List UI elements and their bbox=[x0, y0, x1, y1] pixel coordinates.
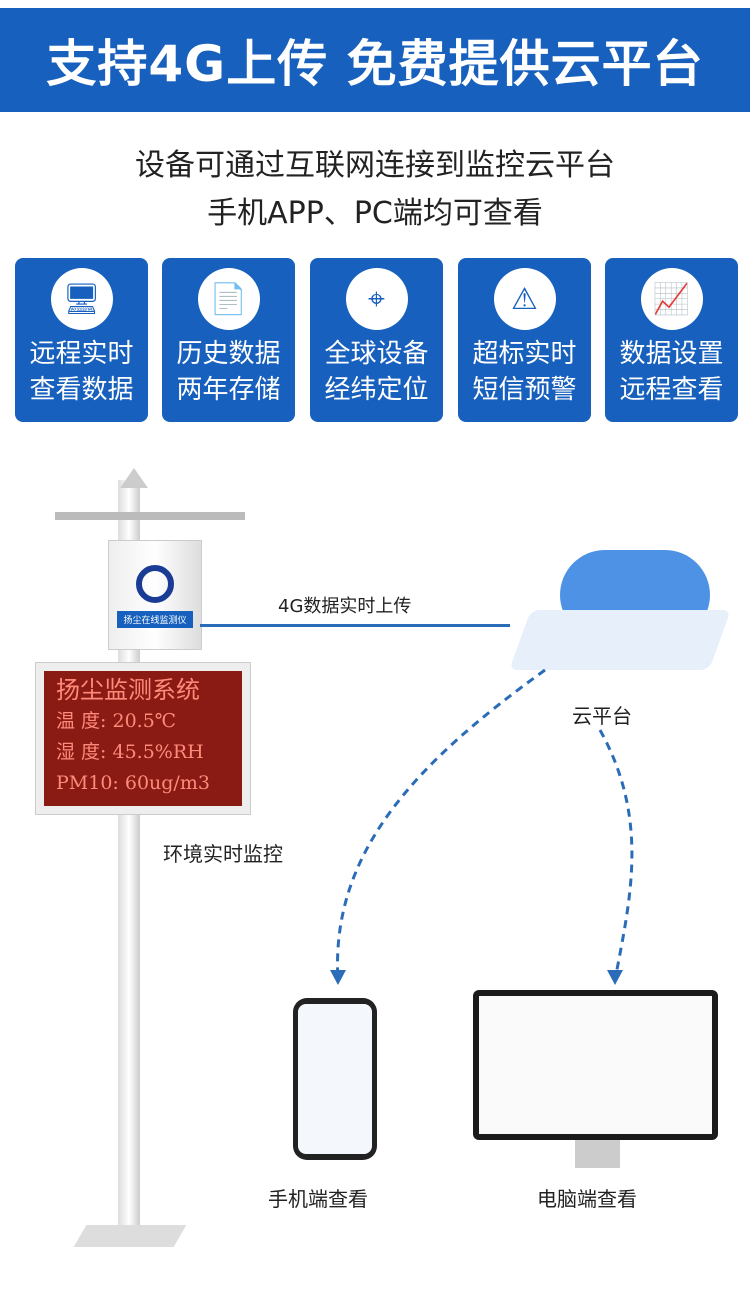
cloud-label: 云平台 bbox=[572, 704, 632, 728]
trend-chart-icon: 📈 bbox=[640, 268, 703, 330]
feature-card: ⌖ 全球设备 经纬定位 bbox=[310, 258, 443, 422]
monitor-label: 环境实时监控 bbox=[163, 842, 283, 866]
arrowhead-icon bbox=[330, 970, 623, 985]
led-pm10: PM10: 60ug/m3 bbox=[56, 772, 210, 794]
feature-line-1: 全球设备 bbox=[324, 339, 429, 369]
location-pin-icon: ⌖ bbox=[345, 268, 408, 330]
led-title: 扬尘监测系统 bbox=[56, 676, 200, 704]
feature-line-1: 超标实时 bbox=[472, 339, 577, 369]
feature-card: ⚠ 超标实时 短信预警 bbox=[458, 258, 591, 422]
led-screen: 扬尘监测系统 温 度: 20.5℃ 湿 度: 45.5%RH PM10: 60u… bbox=[44, 671, 242, 806]
feature-line-2: 经纬定位 bbox=[324, 375, 429, 405]
pole-base bbox=[73, 1225, 187, 1247]
sensor-crossbar bbox=[55, 512, 245, 520]
feature-card: 📈 数据设置 远程查看 bbox=[605, 258, 738, 422]
feature-line-2: 远程查看 bbox=[619, 375, 724, 405]
feature-line-1: 数据设置 bbox=[619, 339, 724, 369]
arrow-to-phone bbox=[336, 668, 546, 981]
upload-label: 4G数据实时上传 bbox=[278, 596, 412, 617]
feature-card: 📄 历史数据 两年存储 bbox=[162, 258, 295, 422]
cloud-platform-illustration bbox=[509, 530, 731, 680]
arrow-to-pc bbox=[598, 729, 634, 981]
led-humidity: 湿 度: 45.5%RH bbox=[56, 741, 204, 763]
phone-label: 手机端查看 bbox=[268, 1187, 368, 1211]
upload-link-line bbox=[200, 624, 510, 627]
document-clock-icon: 📄 bbox=[197, 268, 260, 330]
feature-line-2: 查看数据 bbox=[29, 375, 134, 405]
feature-line-2: 两年存储 bbox=[176, 375, 281, 405]
led-display: 扬尘监测系统 温 度: 20.5℃ 湿 度: 45.5%RH PM10: 60u… bbox=[35, 662, 251, 815]
feature-line-2: 短信预警 bbox=[472, 375, 577, 405]
phone-screen bbox=[298, 1004, 372, 1154]
alarm-light-icon: ⚠ bbox=[493, 268, 556, 330]
logo-icon bbox=[136, 565, 174, 603]
pc-label: 电脑端查看 bbox=[537, 1187, 637, 1211]
pc-monitor-illustration bbox=[473, 990, 718, 1140]
phone-illustration bbox=[293, 998, 377, 1160]
feature-card: 🖥 远程实时 查看数据 bbox=[15, 258, 148, 422]
subtitle-line-2: 手机APP、PC端均可查看 bbox=[207, 196, 543, 231]
monitor-cursor-icon: 🖥 bbox=[50, 268, 113, 330]
subtitle-line-1: 设备可通过互联网连接到监控云平台 bbox=[135, 148, 615, 183]
feature-line-1: 历史数据 bbox=[176, 339, 281, 369]
feature-line-1: 远程实时 bbox=[29, 339, 134, 369]
monitor-screen bbox=[479, 996, 712, 1134]
header-banner: 支持4G上传 免费提供云平台 bbox=[0, 8, 750, 112]
sensor-box: 扬尘在线监测仪 bbox=[108, 540, 202, 650]
monitor-stand bbox=[575, 1140, 620, 1168]
led-temperature: 温 度: 20.5℃ bbox=[56, 710, 177, 732]
box-label: 扬尘在线监测仪 bbox=[117, 611, 193, 628]
